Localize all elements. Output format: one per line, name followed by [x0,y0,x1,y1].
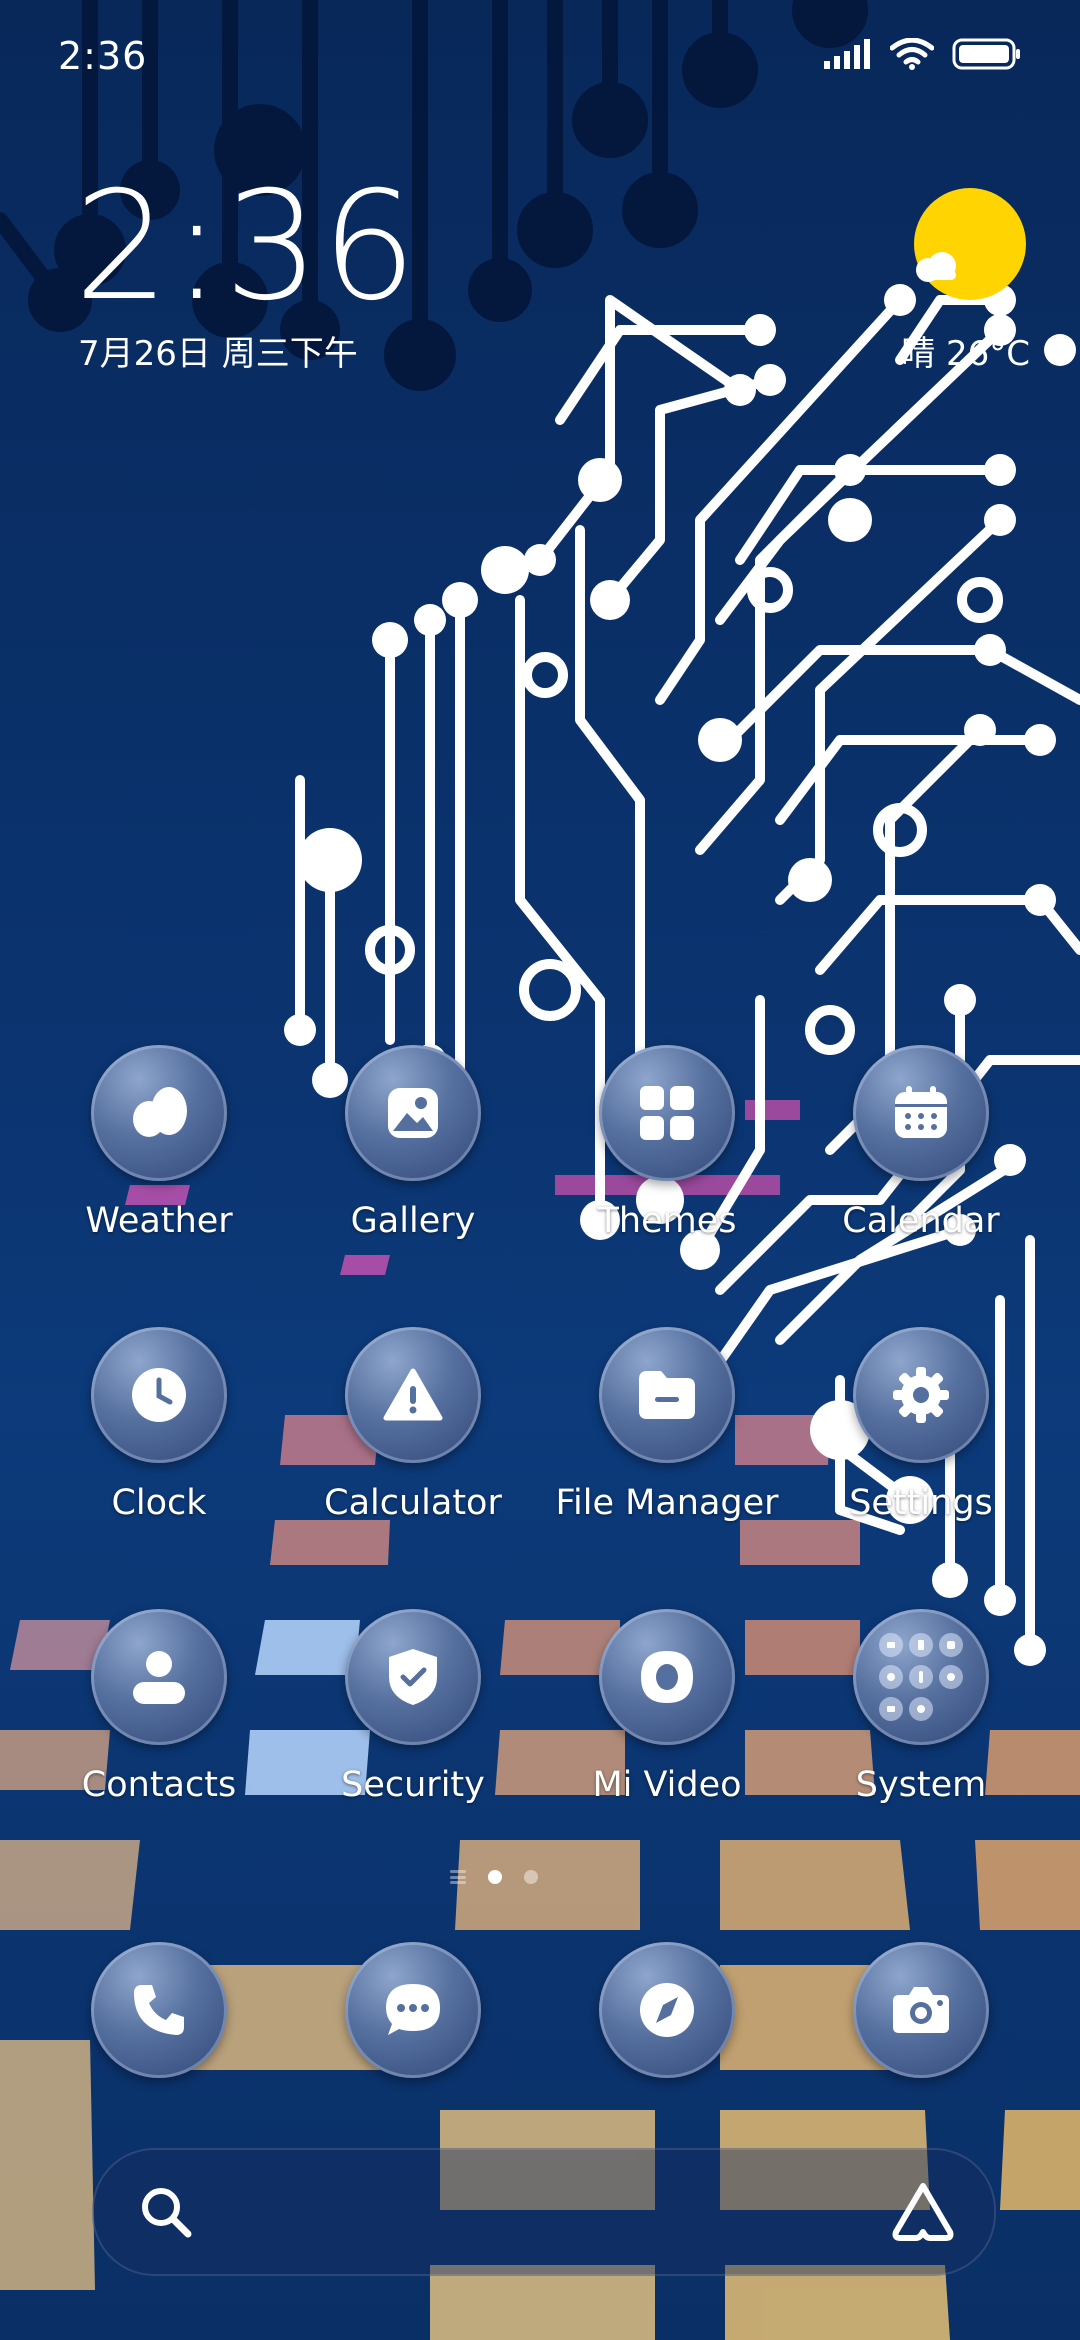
app-label: Themes [597,1201,737,1241]
compass-icon [640,1983,694,2037]
themes-icon [640,1086,694,1140]
gallery-icon [388,1088,438,1138]
search-icon [142,2188,192,2238]
contact-icon [133,1651,185,1704]
app-label: Mi Video [592,1765,742,1805]
folder-icon [639,1371,695,1419]
app-clock[interactable]: Clock [39,1327,279,1557]
app-drawer-indicator [450,1870,466,1884]
app-label: Clock [111,1483,207,1523]
wifi-icon [890,38,934,70]
app-calendar[interactable]: Calendar [801,1045,1041,1275]
assistant-icon[interactable] [890,2180,956,2242]
battery-icon [952,38,1020,70]
app-label: System [855,1765,987,1805]
phone-icon [134,1985,184,2035]
shield-icon [389,1649,437,1705]
camera-icon [893,1987,949,2033]
app-label: File Manager [555,1483,779,1523]
folder-grid-icon [879,1633,963,1721]
app-label: Settings [849,1483,993,1523]
app-gallery[interactable]: Gallery [293,1045,533,1275]
sun-icon[interactable] [870,186,1030,376]
app-themes[interactable]: Themes [547,1045,787,1275]
dock-camera[interactable] [853,1942,989,2078]
page-dot[interactable] [524,1870,538,1884]
app-contacts[interactable]: Contacts [39,1609,279,1839]
dock-phone[interactable] [91,1942,227,2078]
app-label: Weather [85,1201,233,1241]
app-weather[interactable]: Weather [39,1045,279,1275]
app-label: Contacts [81,1765,237,1805]
video-icon [641,1651,693,1703]
app-file-manager[interactable]: File Manager [547,1327,787,1557]
status-icons [824,38,1022,70]
clock-icon [132,1368,186,1422]
weather-widget-text[interactable]: 晴 26°C [901,334,1030,374]
app-label: Security [341,1765,485,1805]
clock-widget-time[interactable]: 2:36 [74,160,419,334]
weather-icon [133,1087,187,1137]
app-settings[interactable]: Settings [801,1327,1041,1557]
app-label: Calendar [842,1201,1000,1241]
dock-browser[interactable] [599,1942,735,2078]
clock-widget-date[interactable]: 7月26日 周三下午 [78,334,358,374]
calendar-icon [895,1086,947,1138]
app-security[interactable]: Security [293,1609,533,1839]
page-dot-active[interactable] [488,1870,502,1884]
message-icon [386,1984,440,2035]
calculator-icon [383,1368,443,1421]
page-indicator[interactable] [450,1870,538,1884]
gear-icon [893,1367,949,1423]
app-system-folder[interactable]: System [801,1609,1041,1839]
app-label: Gallery [350,1201,476,1241]
search-bar[interactable] [92,2148,996,2276]
app-label: Calculator [324,1483,502,1523]
status-bar-time: 2:36 [58,34,148,78]
signal-icon [824,39,870,69]
dock-messaging[interactable] [345,1942,481,2078]
app-mi-video[interactable]: Mi Video [547,1609,787,1839]
app-calculator[interactable]: Calculator [293,1327,533,1557]
